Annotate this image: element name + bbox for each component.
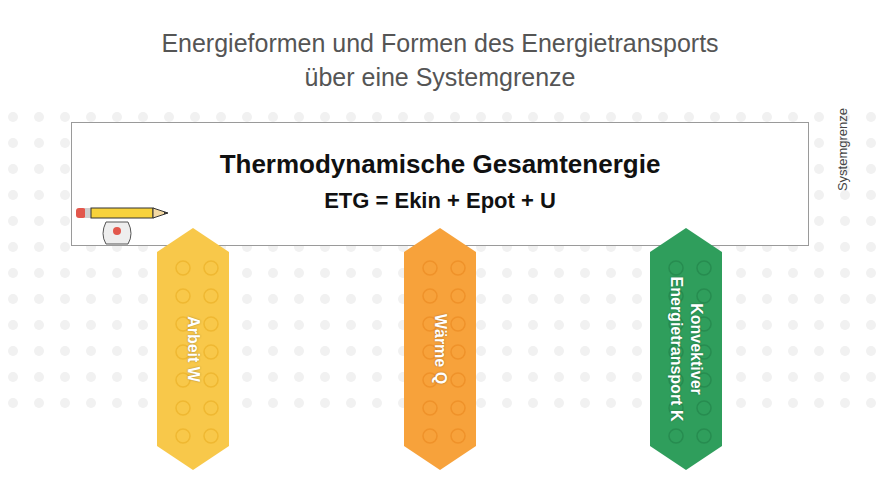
- diagram-title: Energieformen und Formen des Energietran…: [160, 26, 720, 94]
- arrow-label: Arbeit W: [183, 254, 203, 444]
- arrow-shape: [650, 228, 722, 470]
- system-box: Thermodynamische GesamtenergieETG = Ekin…: [71, 122, 809, 246]
- transport-arrow: Arbeit W: [157, 228, 229, 470]
- transport-arrow: Wärme Q: [404, 228, 476, 470]
- system-boundary-label: Systemgrenze: [835, 108, 850, 191]
- box-heading: Thermodynamische Gesamtenergie: [72, 149, 808, 180]
- arrow-label: Wärme Q: [430, 254, 450, 444]
- transport-arrow: Konvektiver Energietransport K: [650, 228, 722, 470]
- energy-formula: ETG = Ekin + Epot + U: [72, 188, 808, 214]
- arrow-label: Konvektiver Energietransport K: [666, 254, 706, 444]
